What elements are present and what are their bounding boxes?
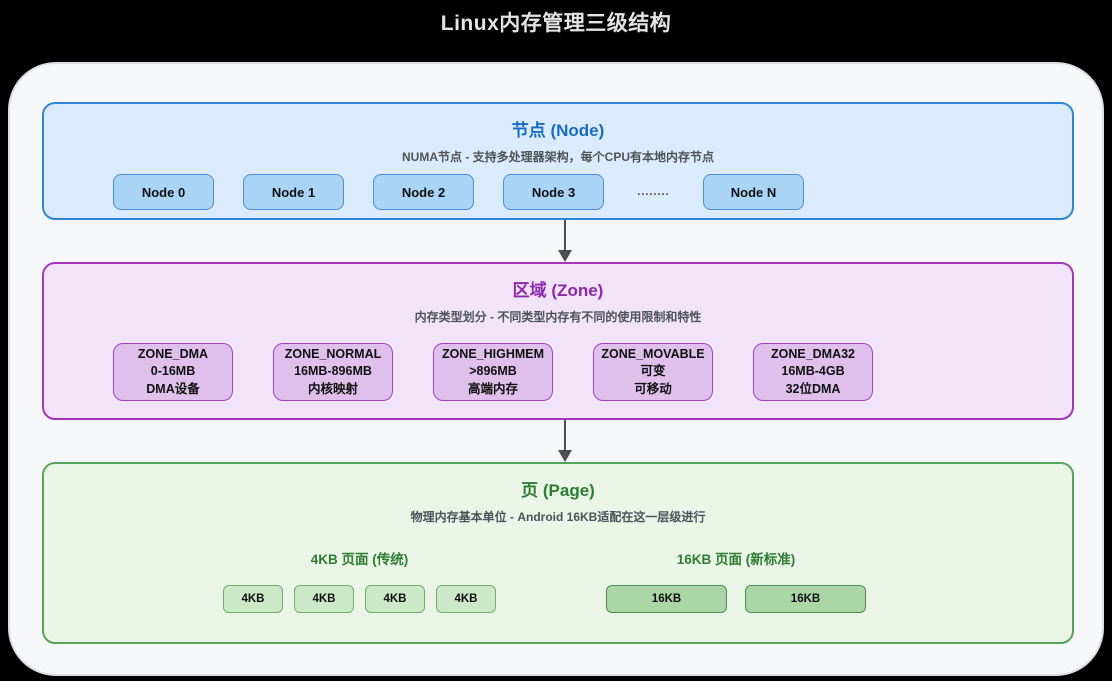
- arrow-zone-to-page: [557, 420, 573, 462]
- zone-level-section: 区域 (Zone) 内存类型划分 - 不同类型内存有不同的使用限制和特性 ZON…: [42, 262, 1074, 420]
- zone-box-dma: ZONE_DMA 0-16MB DMA设备: [113, 343, 233, 401]
- zone-box-highmem: ZONE_HIGHMEM >896MB 高端内存: [433, 343, 553, 401]
- zone-range: >896MB: [469, 364, 517, 379]
- page-box-4kb: 4KB: [294, 585, 354, 613]
- page-level-section: 页 (Page) 物理内存基本单位 - Android 16KB适配在这一层级进…: [42, 462, 1074, 644]
- node-box-n: Node N: [703, 174, 804, 210]
- node-box-1: Node 1: [243, 174, 344, 210]
- zone-desc: 内核映射: [307, 381, 358, 396]
- zone-name: ZONE_MOVABLE: [601, 346, 705, 361]
- zone-name: ZONE_HIGHMEM: [441, 346, 545, 361]
- arrow-stem: [563, 220, 567, 252]
- zone-desc: 高端内存: [467, 381, 518, 396]
- zone-desc: DMA设备: [146, 381, 200, 396]
- node-box-2: Node 2: [373, 174, 474, 210]
- node-box-0: Node 0: [113, 174, 214, 210]
- page-group-16kb: 16KB 页面 (新标准) 16KB 16KB: [606, 548, 866, 613]
- zone-box-dma32: ZONE_DMA32 16MB-4GB 32位DMA: [753, 343, 873, 401]
- page-title: Linux内存管理三级结构: [440, 12, 672, 35]
- arrow-down-icon: [558, 450, 572, 462]
- zone-level-title: 区域 (Zone): [512, 281, 604, 300]
- zone-name: ZONE_DMA32: [770, 346, 856, 361]
- node-ellipsis: ........: [637, 186, 670, 198]
- diagram-card: 节点 (Node) NUMA节点 - 支持多处理器架构，每个CPU有本地内存节点…: [8, 62, 1104, 676]
- arrow-down-icon: [558, 250, 572, 262]
- zone-range: 0-16MB: [150, 364, 196, 379]
- page-box-4kb: 4KB: [223, 585, 283, 613]
- zone-range: 16MB-4GB: [781, 364, 845, 379]
- page-box-16kb: 16KB: [745, 585, 866, 613]
- page-group-4kb: 4KB 页面 (传统) 4KB 4KB 4KB 4KB: [223, 548, 496, 613]
- zone-range: 16MB-896MB: [294, 364, 372, 379]
- page-box-4kb: 4KB: [365, 585, 425, 613]
- node-level-section: 节点 (Node) NUMA节点 - 支持多处理器架构，每个CPU有本地内存节点…: [42, 102, 1074, 220]
- page-level-title: 页 (Page): [521, 481, 595, 500]
- node-level-subtitle: NUMA节点 - 支持多处理器架构，每个CPU有本地内存节点: [402, 150, 714, 164]
- page-row-16kb: 16KB 16KB: [606, 585, 866, 613]
- node-level-title: 节点 (Node): [511, 121, 605, 140]
- page-row-4kb: 4KB 4KB 4KB 4KB: [223, 585, 496, 613]
- zone-desc: 32位DMA: [785, 381, 841, 396]
- page-group-4kb-label: 4KB 页面 (传统): [310, 552, 409, 567]
- zone-range: 可变: [640, 364, 666, 379]
- node-box-3: Node 3: [503, 174, 604, 210]
- zone-name: ZONE_NORMAL: [284, 346, 382, 361]
- zone-name: ZONE_DMA: [137, 346, 209, 361]
- node-row: Node 0 Node 1 Node 2 Node 3 ........ Nod…: [113, 174, 804, 210]
- zone-row: ZONE_DMA 0-16MB DMA设备 ZONE_NORMAL 16MB-8…: [113, 343, 873, 401]
- zone-box-movable: ZONE_MOVABLE 可变 可移动: [593, 343, 713, 401]
- zone-box-normal: ZONE_NORMAL 16MB-896MB 内核映射: [273, 343, 393, 401]
- arrow-stem: [563, 420, 567, 452]
- page-box-4kb: 4KB: [436, 585, 496, 613]
- page-box-16kb: 16KB: [606, 585, 727, 613]
- arrow-node-to-zone: [557, 220, 573, 262]
- page-level-subtitle: 物理内存基本单位 - Android 16KB适配在这一层级进行: [410, 510, 706, 524]
- page-group-16kb-label: 16KB 页面 (新标准): [676, 552, 796, 567]
- zone-desc: 可移动: [634, 381, 672, 396]
- zone-level-subtitle: 内存类型划分 - 不同类型内存有不同的使用限制和特性: [414, 310, 702, 324]
